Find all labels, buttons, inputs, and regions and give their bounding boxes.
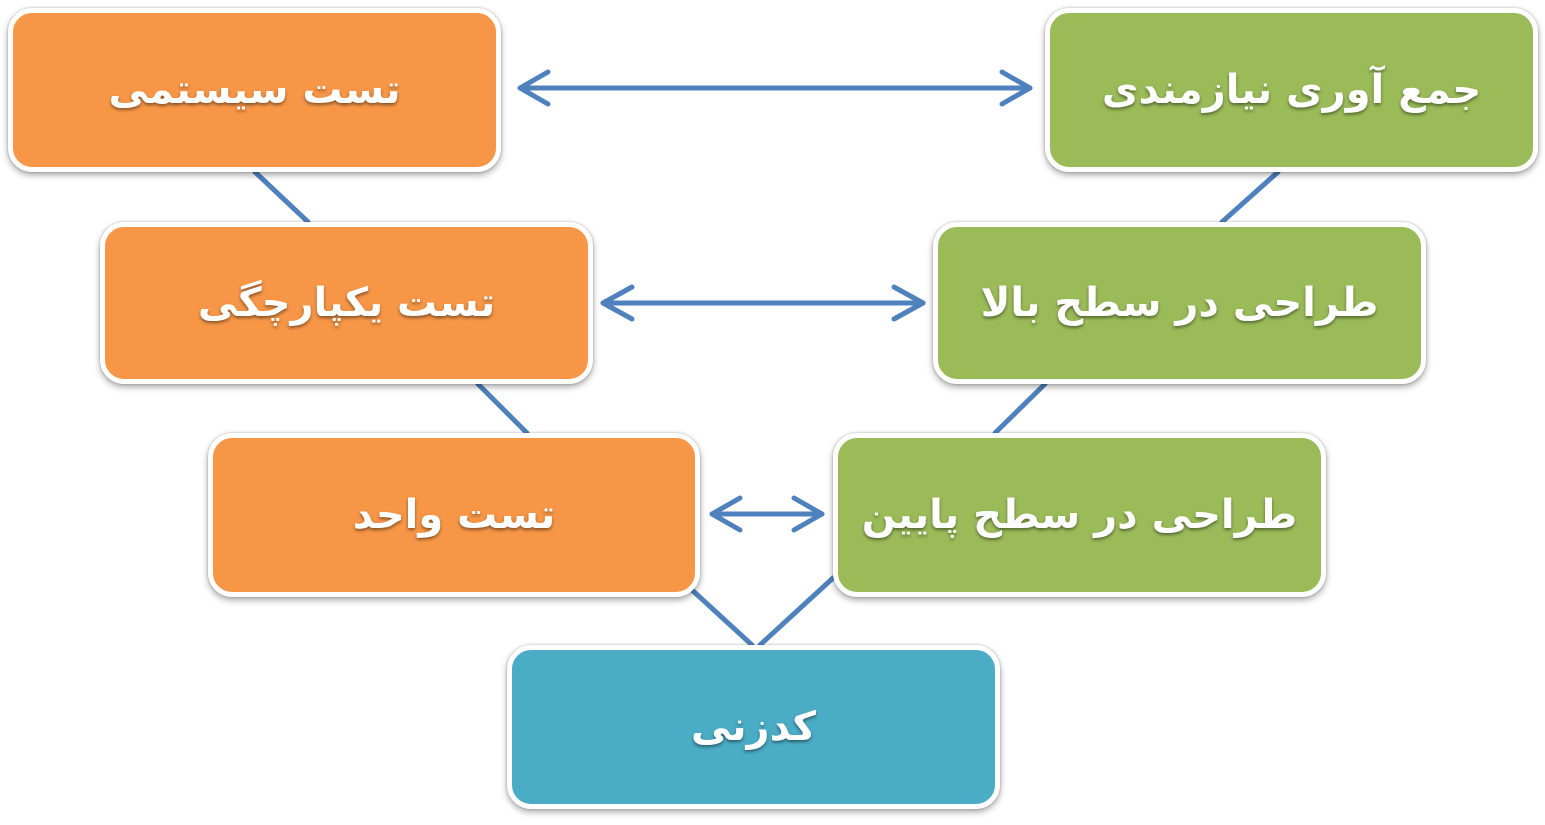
connector-system-to-integration [252,169,311,225]
connector-high-design-to-low-design [992,381,1048,436]
double-arrow-unit-low-design [709,495,825,533]
double-arrow-integration-high-design [600,284,926,322]
system-test-label: تست سیستمی [108,67,401,113]
low-level-design-label: طراحی در سطح پایین [861,492,1298,538]
low-level-design-box: طراحی در سطح پایین [833,433,1326,597]
integration-test-box: تست یکپارچگی [100,222,593,384]
unit-test-label: تست واحد [352,492,556,538]
high-level-design-label: طراحی در سطح بالا [980,280,1379,326]
double-arrow-system-requirements [517,69,1033,107]
high-level-design-box: طراحی در سطح بالا [933,222,1426,384]
coding-label: کدزنی [691,704,816,750]
connector-requirements-to-high-design [1219,169,1281,225]
connector-unit-to-coding [689,587,755,648]
unit-test-box: تست واحد [208,433,700,597]
connector-integration-to-unit [475,381,530,436]
coding-box: کدزنی [507,645,1000,809]
system-test-box: تست سیستمی [8,8,501,172]
requirements-label: جمع آوری نیازمندی [1101,67,1482,113]
connector-low-design-to-coding [757,575,836,648]
requirements-box: جمع آوری نیازمندی [1045,8,1538,172]
integration-test-label: تست یکپارچگی [197,280,496,326]
